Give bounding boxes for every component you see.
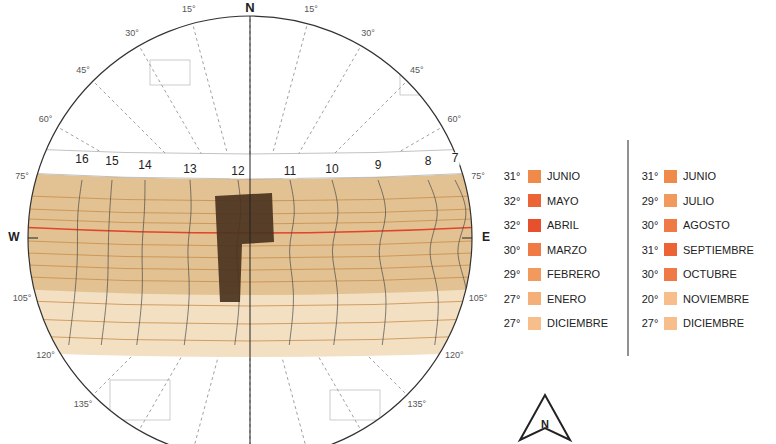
north-south-line xyxy=(250,16,251,444)
hour-curve xyxy=(101,180,112,345)
azimuth-label: 75° xyxy=(15,172,29,182)
altitude-value: 27° xyxy=(642,317,659,329)
legend-swatch xyxy=(528,292,541,305)
hour-curve xyxy=(378,180,386,345)
legend-swatch xyxy=(664,292,677,305)
legend-swatch xyxy=(528,317,541,330)
hour-curve xyxy=(428,180,438,345)
legend-swatch xyxy=(664,268,677,281)
hour-number: 12 xyxy=(230,165,245,178)
dome-content xyxy=(0,16,500,444)
legend-swatch xyxy=(528,194,541,207)
azimuth-label: 60° xyxy=(39,115,53,125)
azimuth-label: 15° xyxy=(182,5,196,15)
azimuth-label: 120° xyxy=(36,351,55,361)
compass-label: W xyxy=(8,231,19,244)
legend-label: FEBRERO xyxy=(547,267,600,281)
compass-label: E xyxy=(482,231,490,244)
east-tick xyxy=(462,238,472,239)
legend-label: OCTUBRE xyxy=(683,267,737,281)
compass-label: N xyxy=(245,1,254,15)
azimuth-label: 45° xyxy=(410,66,424,76)
hour-curve xyxy=(69,180,82,345)
legend-swatch xyxy=(528,219,541,232)
hour-curve xyxy=(137,180,145,345)
hour-number: 10 xyxy=(324,163,339,176)
hour-number: 13 xyxy=(182,163,197,176)
hour-curve xyxy=(184,180,191,345)
azimuth-label: 105° xyxy=(469,294,488,304)
hour-number: 9 xyxy=(374,159,383,172)
legend-label: AGOSTO xyxy=(683,218,730,232)
altitude-value: 29° xyxy=(504,268,521,280)
altitude-value: 31° xyxy=(504,170,521,182)
north-arrow-label: N xyxy=(541,418,549,430)
altitude-value: 31° xyxy=(642,243,659,255)
legend-label: NOVIEMBRE xyxy=(683,292,749,306)
azimuth-label: 30° xyxy=(361,29,375,39)
hour-number: 8 xyxy=(424,155,433,168)
hour-number: 7 xyxy=(451,152,460,165)
legend-swatch xyxy=(664,219,677,232)
legend-swatch xyxy=(528,268,541,281)
azimuth-label: 75° xyxy=(471,172,485,182)
legend-label: DICIEMBRE xyxy=(683,316,744,330)
hour-number: 16 xyxy=(74,153,89,166)
azimuth-label: 15° xyxy=(304,5,318,15)
legend-divider xyxy=(628,140,629,356)
surroundings-sketch xyxy=(330,390,380,420)
azimuth-label: 105° xyxy=(13,294,32,304)
hour-number: 11 xyxy=(283,165,297,178)
altitude-value: 20° xyxy=(642,292,659,304)
legend-label: ABRIL xyxy=(547,218,579,232)
north-arrow xyxy=(520,395,570,440)
legend-label: SEPTIEMBRE xyxy=(683,243,754,257)
legend-label: ENERO xyxy=(547,292,586,306)
legend-label: DICIEMBRE xyxy=(547,316,608,330)
hour-curve xyxy=(289,180,294,345)
legend-label: MAYO xyxy=(547,194,579,208)
altitude-value: 29° xyxy=(642,194,659,206)
azimuth-label: 60° xyxy=(448,115,462,125)
west-tick xyxy=(28,238,38,239)
legend-swatch xyxy=(664,194,677,207)
altitude-value: 31° xyxy=(642,170,659,182)
hour-number: 15 xyxy=(104,155,119,168)
altitude-value: 32° xyxy=(504,194,521,206)
altitude-value: 30° xyxy=(642,268,659,280)
azimuth-label: 135° xyxy=(408,400,427,410)
altitude-value: 30° xyxy=(642,219,659,231)
dome-outline xyxy=(28,16,472,444)
legend-swatch xyxy=(528,243,541,256)
altitude-value: 30° xyxy=(504,243,521,255)
altitude-value: 32° xyxy=(504,219,521,231)
legend-swatch xyxy=(664,317,677,330)
surroundings-sketch xyxy=(150,60,190,85)
azimuth-label: 120° xyxy=(445,351,464,361)
altitude-value: 27° xyxy=(504,317,521,329)
hour-curve xyxy=(455,180,468,345)
azimuth-label: 135° xyxy=(74,400,93,410)
legend-swatch xyxy=(664,243,677,256)
legend-swatch xyxy=(664,170,677,183)
legend-label: MARZO xyxy=(547,243,587,257)
legend-swatch xyxy=(528,170,541,183)
obstruction-mask xyxy=(215,193,274,302)
legend-label: JULIO xyxy=(683,194,714,208)
altitude-value: 27° xyxy=(504,292,521,304)
hour-number: 14 xyxy=(137,159,152,172)
hour-curve xyxy=(332,180,338,345)
azimuth-label: 45° xyxy=(76,66,90,76)
legend-label: JUNIO xyxy=(683,169,716,183)
surroundings-sketch xyxy=(110,380,170,420)
azimuth-label: 30° xyxy=(125,29,139,39)
legend-label: JUNIO xyxy=(547,169,580,183)
